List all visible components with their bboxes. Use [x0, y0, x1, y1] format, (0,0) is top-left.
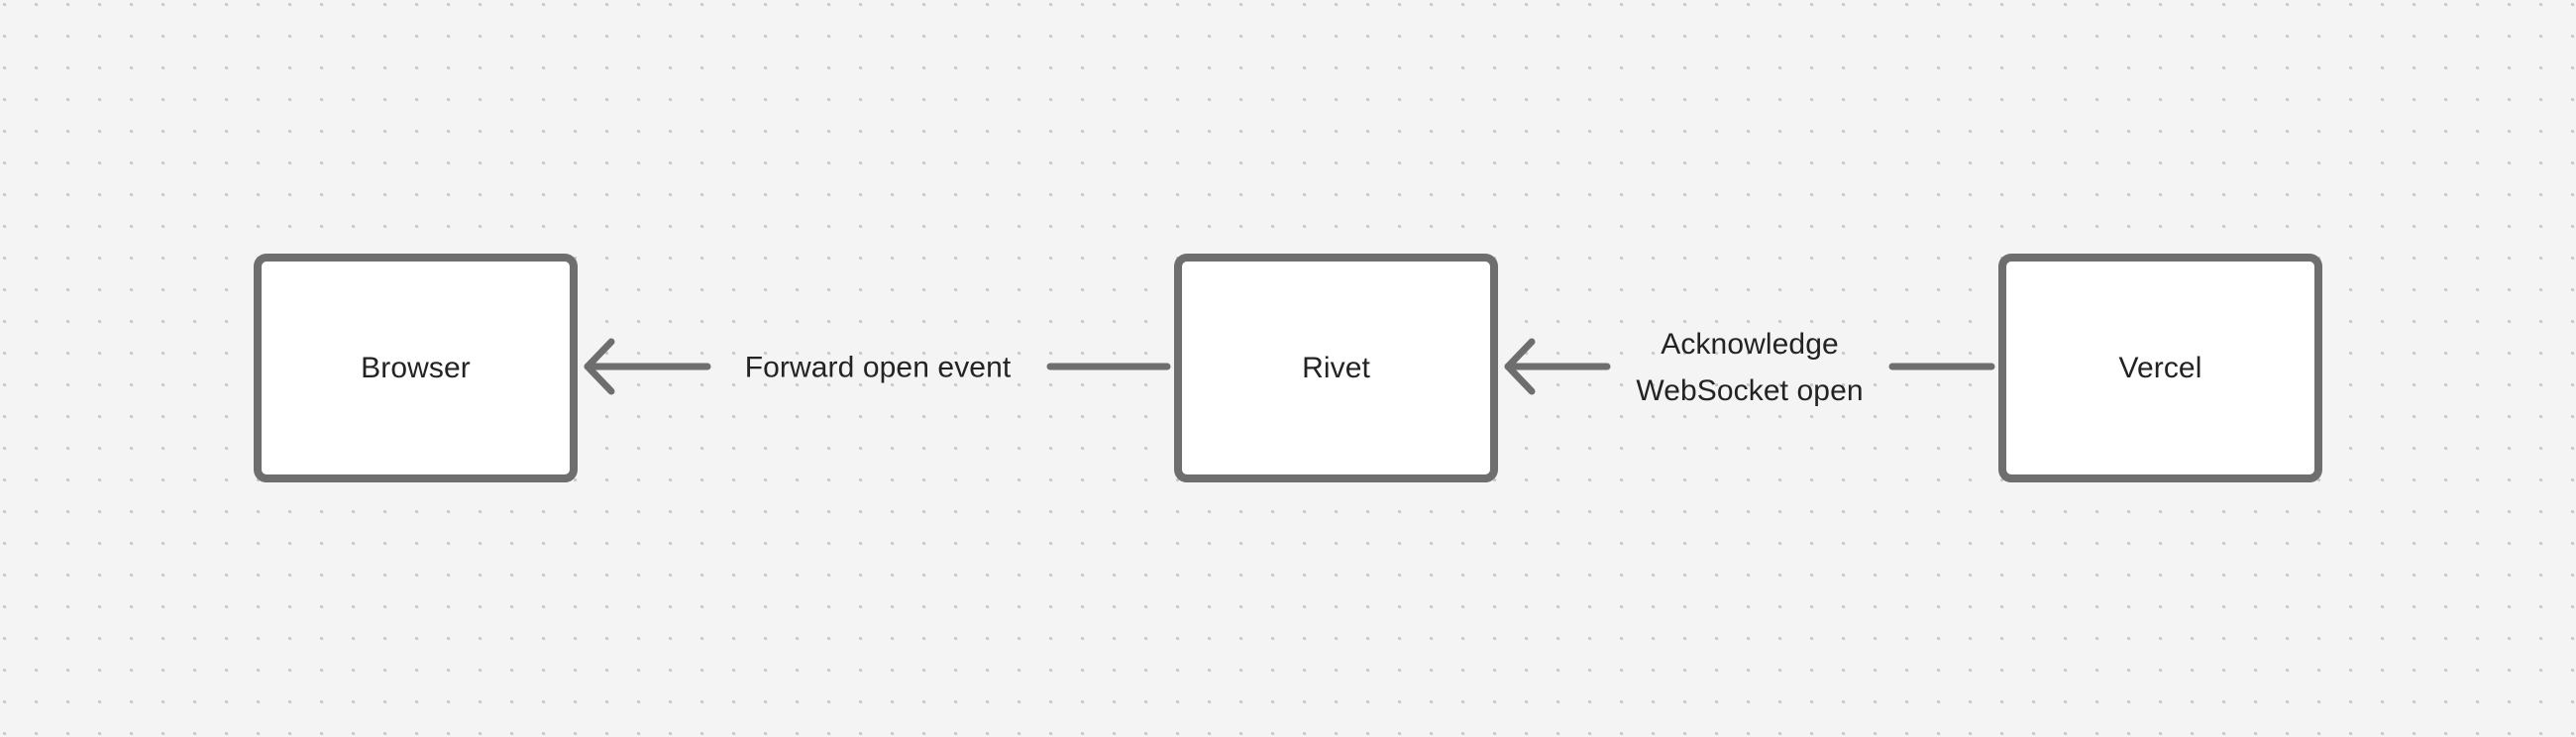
edge-rivet-browser [584, 338, 1171, 395]
edge-label-forward-open-event-line-1: Forward open event [744, 351, 1012, 384]
edge-vercel-rivet [1504, 338, 1995, 395]
node-browser-label: Browser [361, 351, 471, 384]
edge-vercel-rivet-arrowhead-icon [1504, 338, 1536, 395]
edge-label-acknowledge-websocket-open-line-1: Acknowledge [1661, 328, 1839, 361]
edge-label-acknowledge-websocket-open: Acknowledge WebSocket open [1636, 321, 1863, 414]
node-browser[interactable]: Browser [254, 254, 578, 482]
edge-label-acknowledge-websocket-open-line-2: WebSocket open [1636, 374, 1864, 407]
edge-label-forward-open-event: Forward open event [745, 345, 1012, 391]
edge-rivet-browser-arrowhead-icon [584, 338, 615, 395]
node-rivet-label: Rivet [1302, 351, 1370, 384]
node-vercel-label: Vercel [2118, 351, 2202, 384]
node-vercel[interactable]: Vercel [1998, 254, 2322, 482]
node-rivet[interactable]: Rivet [1174, 254, 1498, 482]
